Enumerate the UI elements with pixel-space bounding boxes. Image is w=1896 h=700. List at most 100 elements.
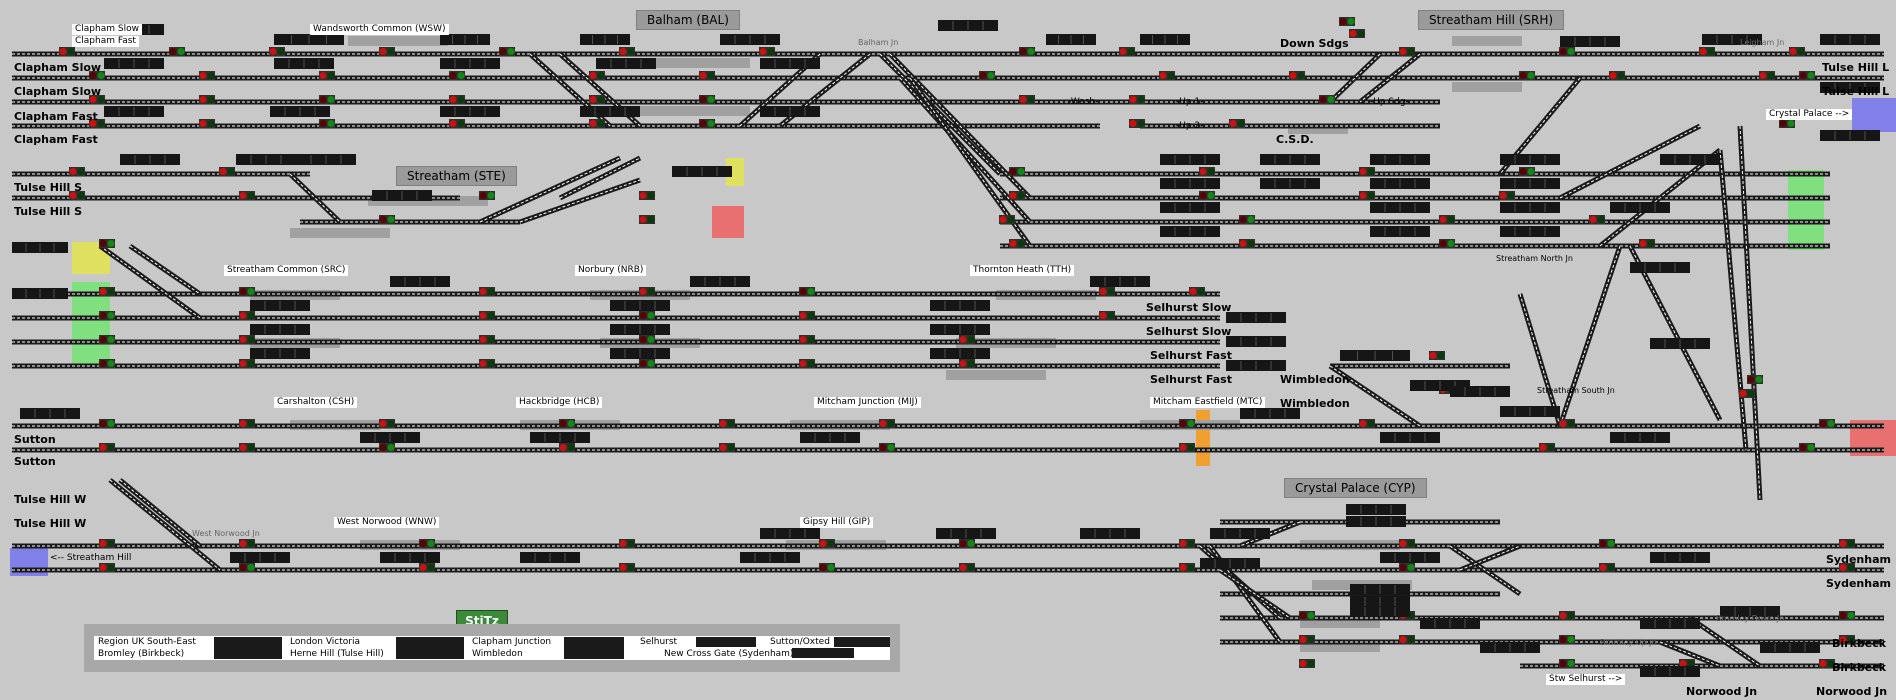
signal-red-aspect [1599, 564, 1607, 571]
fringe-tulse-hill-s-1: Tulse Hill S [14, 181, 83, 194]
signal-red-aspect [1839, 540, 1847, 547]
signal-green-aspect [1187, 420, 1195, 427]
signal-head [1699, 47, 1715, 56]
signal-head [1179, 419, 1195, 428]
signal-green-aspect [807, 360, 815, 367]
signal-head [959, 563, 975, 572]
signal-green-aspect [387, 420, 395, 427]
signal-head [1099, 287, 1115, 296]
junction-leigham: Leigham Jn [1740, 38, 1785, 47]
track-segment-inner [1559, 245, 1621, 427]
signal-head [1539, 443, 1555, 452]
fringe-tulse-hill-s-2: Tulse Hill S [14, 205, 83, 218]
signal-head [1129, 95, 1145, 104]
signal-green-aspect [1617, 72, 1625, 79]
legend-inner: Region UK South-East Bromley (Birkbeck) … [94, 636, 890, 660]
signal-green-aspect [887, 444, 895, 451]
legend-describer-3 [564, 637, 624, 659]
signal-red-aspect [1679, 660, 1687, 667]
label-csd: C.S.D. [1276, 133, 1314, 146]
signal-red-aspect [99, 420, 107, 427]
signal-red-aspect [239, 564, 247, 571]
signal-head [1179, 563, 1195, 572]
signal-head [639, 359, 655, 368]
signal-green-aspect [627, 48, 635, 55]
fringe-sutton-2: Sutton [14, 455, 56, 468]
track-segment-inner [1329, 365, 1421, 427]
signal-red-aspect [819, 564, 827, 571]
signal-green-aspect [387, 48, 395, 55]
signal-red-aspect [419, 540, 427, 547]
signal-green-aspect [1687, 660, 1695, 667]
signal-green-aspect [1597, 216, 1605, 223]
signal-head [1819, 659, 1835, 668]
signal-red-aspect [1289, 72, 1297, 79]
signal-green-aspect [1527, 72, 1535, 79]
station-norbury: Norbury (NRB) [575, 265, 647, 276]
signal-head [1299, 611, 1315, 620]
signal-head [269, 47, 285, 56]
signal-red-aspect [999, 216, 1007, 223]
signal-head [959, 359, 975, 368]
signal-green-aspect [1137, 96, 1145, 103]
signal-head [1119, 47, 1135, 56]
signal-green-aspect [647, 312, 655, 319]
signal-head [639, 191, 655, 200]
signal-red-aspect [959, 564, 967, 571]
signal-green-aspect [1207, 192, 1215, 199]
track-segment-inner [1629, 245, 1721, 421]
signal-head [959, 539, 975, 548]
signal-head [219, 167, 235, 176]
signal-red-aspect [799, 312, 807, 319]
track-segment-inner [899, 77, 1031, 223]
station-gipsy-hill: Gipsy Hill (GIP) [800, 517, 874, 528]
fringe-sydenham-2: Sydenham [1826, 577, 1891, 590]
signal-red-aspect [449, 96, 457, 103]
signal-green-aspect [647, 288, 655, 295]
signal-head [799, 287, 815, 296]
station-streatham-common: Streatham Common (SRC) [224, 265, 349, 276]
signal-green-aspect [647, 192, 655, 199]
signal-head [1799, 443, 1815, 452]
signal-green-aspect [1347, 18, 1355, 25]
signal-green-aspect [1787, 120, 1795, 127]
fringe-stw-selhurst: Stw Selhurst --> [1546, 674, 1626, 685]
signal-green-aspect [597, 120, 605, 127]
signal-green-aspect [597, 96, 605, 103]
signal-green-aspect [1827, 660, 1835, 667]
signal-red-aspect [879, 444, 887, 451]
station-mitcham-eastfield: Mitcham Eastfield (MTC) [1150, 397, 1266, 408]
signal-green-aspect [727, 420, 735, 427]
track-segment-inner [129, 245, 201, 295]
signal-head [1399, 563, 1415, 572]
fringe-wimbledon-2: Wimbledon [1280, 397, 1350, 410]
signal-green-aspect [1107, 288, 1115, 295]
signal-green-aspect [1017, 168, 1025, 175]
signal-head [1789, 47, 1805, 56]
signal-green-aspect [457, 96, 465, 103]
signal-head [99, 311, 115, 320]
station-streatham-hill: Streatham Hill (SRH) [1418, 10, 1565, 30]
signal-green-aspect [597, 72, 605, 79]
signal-green-aspect [487, 288, 495, 295]
signal-green-aspect [567, 420, 575, 427]
signal-red-aspect [799, 336, 807, 343]
signal-head [499, 47, 515, 56]
signal-green-aspect [207, 96, 215, 103]
signal-red-aspect [1299, 612, 1307, 619]
signal-head [1009, 191, 1025, 200]
signal-head [1199, 167, 1215, 176]
signal-red-aspect [169, 48, 177, 55]
fringe-box-red [712, 206, 744, 238]
track-segment-inner [1519, 293, 1561, 427]
signal-green-aspect [207, 72, 215, 79]
signal-green-aspect [97, 96, 105, 103]
signal-red-aspect [379, 444, 387, 451]
signal-head [759, 47, 775, 56]
track-segment-inner [1359, 53, 1421, 103]
signal-red-aspect [1199, 168, 1207, 175]
signal-red-aspect [479, 192, 487, 199]
signal-red-aspect [639, 216, 647, 223]
signal-red-aspect [1599, 540, 1607, 547]
signal-green-aspect [107, 444, 115, 451]
